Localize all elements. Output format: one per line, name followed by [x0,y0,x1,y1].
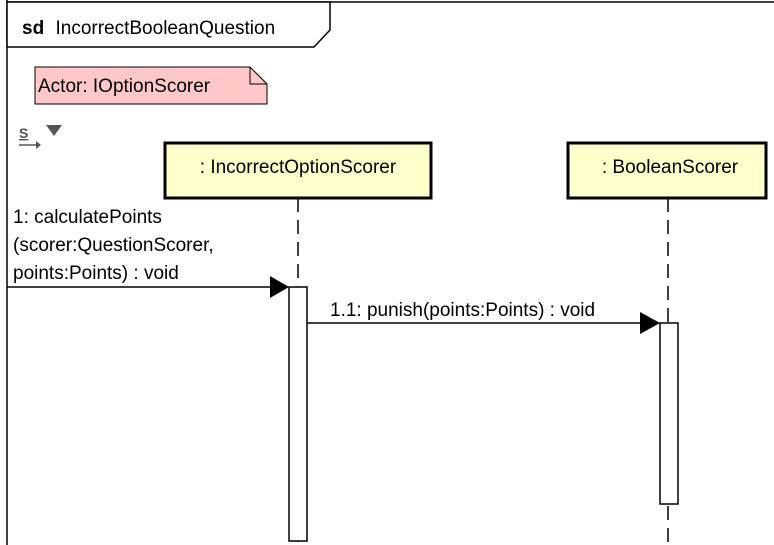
diagram-frame: sd IncorrectBooleanQuestion [6,0,774,545]
frame-keyword: sd [22,18,44,39]
frame-name: IncorrectBooleanQuestion [55,18,275,39]
svg-text:S: S [19,125,28,141]
lifeline-incorrect-option-scorer[interactable]: : IncorrectOptionScorer [163,141,433,545]
arrowhead-icon [270,276,289,298]
activation-bar-incorrect-option-scorer[interactable] [288,286,308,542]
lifeline-label: : IncorrectOptionScorer [200,157,397,178]
message-label-line: 1.1: punish(points:Points) : void [330,300,595,321]
frame-title-tab [6,1,331,48]
lifeline-boolean-scorer[interactable]: : BooleanScorer [566,141,768,545]
lifeline-head[interactable] [566,141,768,200]
activation-bar-boolean-scorer[interactable] [659,322,679,505]
sort-sequence-icon[interactable]: S [19,125,62,149]
message-label-line: 1: calculatePoints [13,207,162,228]
lifeline-label: : BooleanScorer [602,157,739,178]
message-label-line: points:Points) : void [13,263,179,284]
message-calculate-points[interactable]: 1: calculatePoints (scorer:QuestionScore… [7,207,289,298]
message-punish[interactable]: 1.1: punish(points:Points) : void [307,300,660,334]
note-text: Actor: IOptionScorer [38,76,211,97]
actor-note[interactable]: Actor: IOptionScorer [34,66,268,105]
message-label-line: (scorer:QuestionScorer, [13,235,214,256]
arrowhead-icon [640,312,660,334]
dropdown-triangle-icon[interactable] [46,125,62,136]
lifeline-head[interactable] [163,141,433,200]
frame-title: sd IncorrectBooleanQuestion [22,18,275,39]
